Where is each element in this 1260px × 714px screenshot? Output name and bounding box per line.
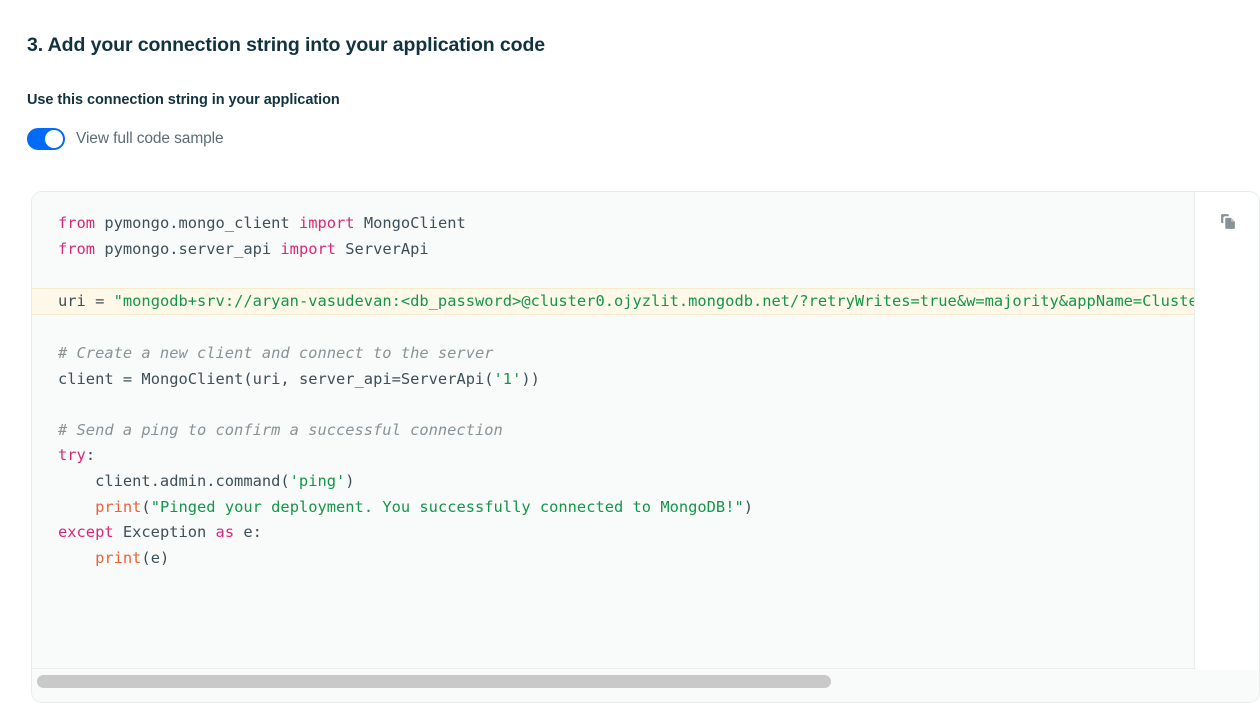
code-token: as xyxy=(215,523,235,542)
code-token: ) xyxy=(743,497,754,516)
view-full-code-sample-row: View full code sample xyxy=(27,128,224,150)
code-token: pymongo.mongo_client xyxy=(95,214,299,232)
code-token: try xyxy=(58,446,86,465)
code-token: import xyxy=(280,239,337,258)
code-token: # Create a new client and connect to the… xyxy=(58,343,494,362)
code-token: 'ping' xyxy=(289,471,346,490)
code-line: print(e) xyxy=(32,546,1196,572)
code-sample-text: from pymongo.mongo_client import MongoCl… xyxy=(32,192,1196,571)
code-token: Exception xyxy=(113,523,216,542)
toggle-knob xyxy=(45,130,63,148)
view-full-code-sample-toggle[interactable] xyxy=(27,128,65,150)
code-line: try: xyxy=(32,443,1196,469)
horizontal-scrollbar-thumb[interactable] xyxy=(37,675,831,688)
copy-panel xyxy=(1194,192,1259,670)
code-token: # Send a ping to confirm a successful co… xyxy=(58,420,503,439)
code-token: (e) xyxy=(141,548,170,567)
code-token: pymongo.server_api xyxy=(95,239,281,258)
code-token: uri xyxy=(58,291,96,310)
code-line: client.admin.command('ping') xyxy=(32,469,1196,495)
toggle-label: View full code sample xyxy=(76,130,224,147)
code-line: # Create a new client and connect to the… xyxy=(32,341,1196,367)
code-token: ( xyxy=(141,497,151,516)
copy-icon xyxy=(1219,212,1238,236)
code-token: )) xyxy=(521,369,540,388)
code-token: '1' xyxy=(493,369,522,388)
code-token: = xyxy=(122,369,142,388)
code-token: = xyxy=(95,291,114,310)
code-line: except Exception as e: xyxy=(32,520,1196,546)
copy-button[interactable] xyxy=(1209,205,1247,243)
code-token: ServerApi xyxy=(336,239,429,258)
code-token: from xyxy=(58,214,96,232)
code-token: MongoClient(uri, server_api=ServerApi( xyxy=(141,369,494,388)
code-token: except xyxy=(58,523,114,542)
page-title: 3. Add your connection string into your … xyxy=(27,34,546,57)
code-token: "mongodb+srv://aryan-vasudevan:<db_passw… xyxy=(113,291,1196,310)
code-line: from pymongo.server_api import ServerApi xyxy=(32,237,1196,263)
code-line: client = MongoClient(uri, server_api=Ser… xyxy=(32,367,1196,393)
code-viewport[interactable]: from pymongo.mongo_client import MongoCl… xyxy=(32,192,1196,669)
code-token: : xyxy=(85,446,96,465)
code-token: MongoClient xyxy=(354,214,466,232)
code-token xyxy=(58,549,95,567)
code-token: client.admin.command( xyxy=(58,471,290,490)
code-token: print xyxy=(95,497,142,516)
code-line: print("Pinged your deployment. You succe… xyxy=(32,495,1196,521)
code-token xyxy=(58,498,95,516)
code-token: client xyxy=(58,369,123,388)
code-token: ) xyxy=(345,471,355,490)
code-token: import xyxy=(298,214,355,232)
code-line xyxy=(32,392,1196,418)
code-line xyxy=(32,315,1196,341)
code-token: e: xyxy=(234,523,262,542)
code-line: uri = "mongodb+srv://aryan-vasudevan:<db… xyxy=(32,287,1196,316)
code-line xyxy=(32,262,1196,288)
code-line: from pymongo.mongo_client import MongoCl… xyxy=(32,211,1196,237)
section-label: Use this connection string in your appli… xyxy=(27,92,340,108)
horizontal-scrollbar-track[interactable] xyxy=(32,675,1196,689)
code-line: # Send a ping to confirm a successful co… xyxy=(32,418,1196,444)
code-token: "Pinged your deployment. You successfull… xyxy=(150,497,744,516)
code-token: from xyxy=(58,239,96,258)
code-sample-card: from pymongo.mongo_client import MongoCl… xyxy=(31,191,1260,703)
horizontal-scroll-area xyxy=(32,668,1196,702)
code-token: print xyxy=(95,548,142,567)
